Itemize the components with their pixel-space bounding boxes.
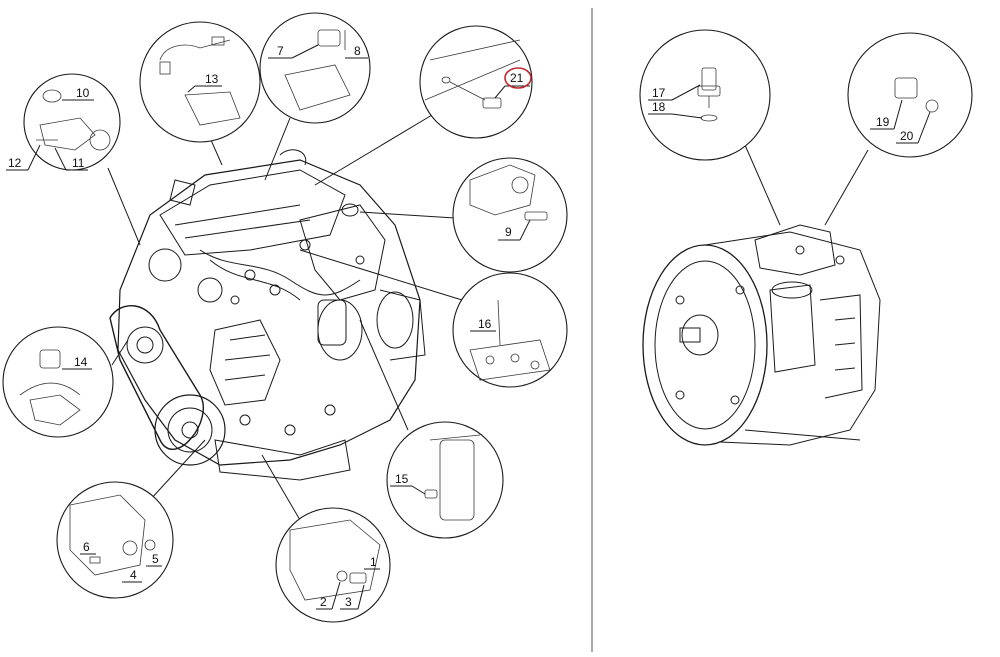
callout-5: 5 — [152, 552, 159, 566]
callout-8: 8 — [354, 44, 361, 58]
callout-10: 10 — [76, 86, 90, 100]
inset-circles-transmission — [639, 29, 973, 161]
highlight-ring-21 — [504, 67, 532, 89]
engine-illustration — [109, 149, 426, 481]
callout-6: 6 — [83, 540, 90, 554]
inset-part-sketches — [19, 29, 551, 601]
callout-9: 9 — [505, 225, 512, 239]
callout-4: 4 — [130, 568, 137, 582]
callout-18: 18 — [652, 100, 666, 114]
callout-21: 21 — [510, 71, 524, 85]
callout-labels: 10 11 12 13 7 8 21 9 16 15 — [6, 44, 931, 610]
leader-lines-transmission — [744, 144, 869, 226]
callout-13: 13 — [205, 72, 219, 86]
callout-15: 15 — [395, 472, 409, 486]
callout-14: 14 — [74, 355, 88, 369]
inset-part-sketches-transmission — [697, 67, 939, 122]
callout-3: 3 — [345, 595, 352, 609]
callout-1: 1 — [370, 555, 377, 569]
callout-20: 20 — [900, 129, 914, 143]
transmission-illustration — [642, 224, 881, 446]
leader-lines-engine — [107, 114, 463, 521]
callout-16: 16 — [478, 317, 492, 331]
callout-11: 11 — [72, 156, 85, 170]
callout-7: 7 — [277, 44, 284, 58]
callout-2: 2 — [320, 595, 327, 609]
callout-17: 17 — [652, 86, 666, 100]
callout-12: 12 — [8, 156, 22, 170]
callout-19: 19 — [876, 115, 890, 129]
